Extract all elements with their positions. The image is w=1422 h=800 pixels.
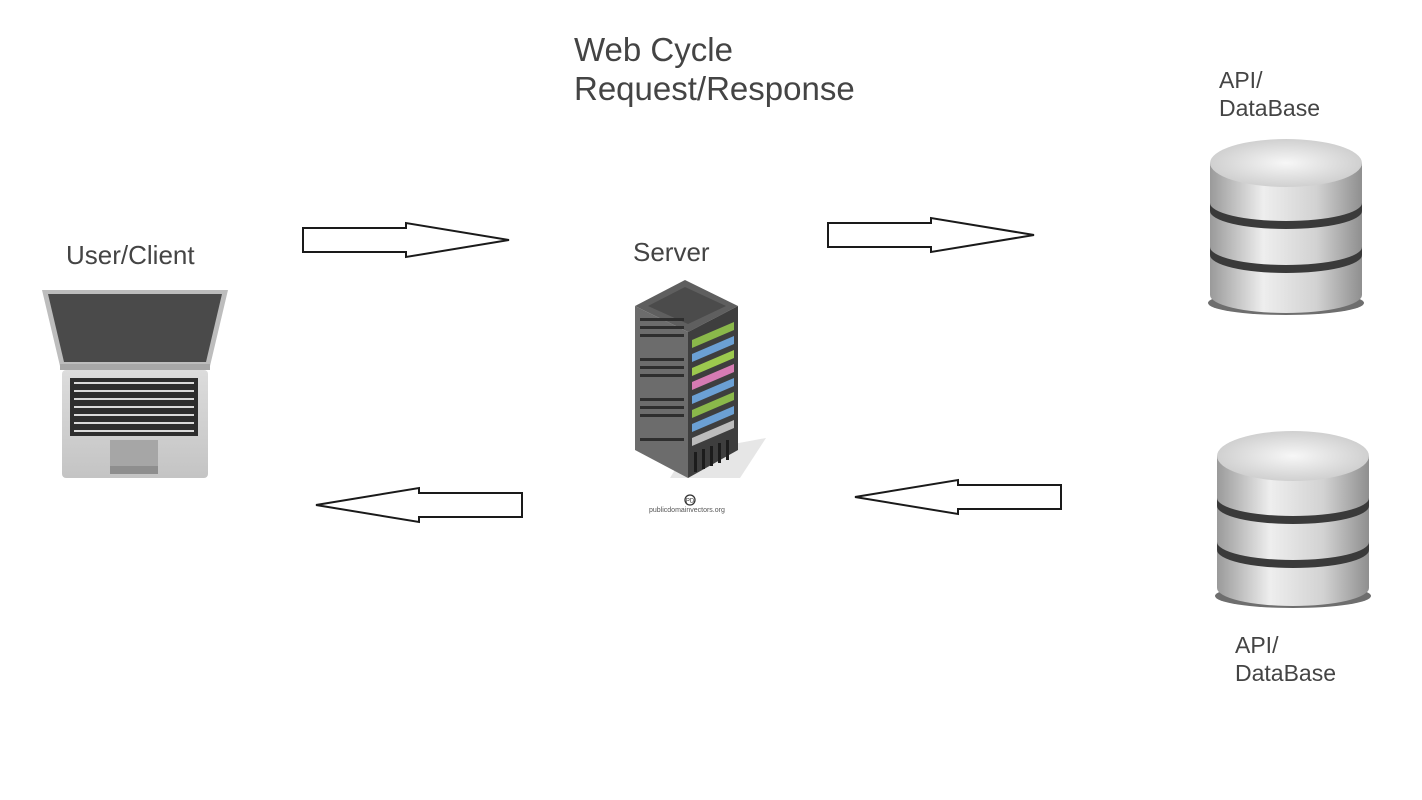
database-top-label: API/ DataBase	[1219, 66, 1320, 122]
diagram-title: Web Cycle Request/Response	[574, 30, 855, 108]
arrow-database-to-server	[854, 478, 1062, 516]
database-bottom-label-line2: DataBase	[1235, 660, 1337, 686]
database-top-label-line1: API/	[1219, 67, 1263, 93]
image-credit: publicdomainvectors.org	[649, 507, 725, 514]
arrow-client-to-server	[302, 221, 510, 259]
database-top-label-line2: DataBase	[1219, 95, 1321, 121]
database-bottom-label: API/ DataBase	[1235, 631, 1336, 687]
client-label: User/Client	[66, 240, 195, 270]
arrow-server-to-database	[827, 216, 1035, 254]
laptop-icon	[42, 290, 228, 478]
title-line-2: Request/Response	[574, 70, 855, 107]
server-rack-icon	[635, 280, 766, 478]
database-icon	[1215, 431, 1371, 608]
public-domain-icon: PD	[684, 494, 696, 506]
database-bottom-label-line1: API/	[1235, 632, 1279, 658]
database-icon	[1208, 139, 1364, 315]
svg-text:PD: PD	[686, 499, 695, 505]
server-label: Server	[633, 237, 710, 267]
arrow-server-to-client	[315, 486, 523, 524]
title-line-1: Web Cycle	[574, 31, 733, 68]
